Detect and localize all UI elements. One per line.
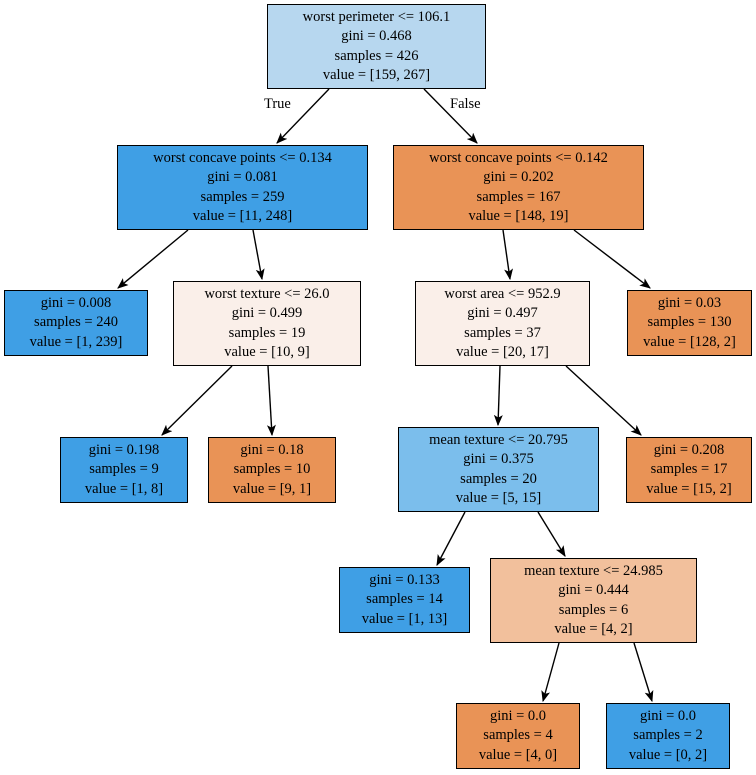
tree-node-leaf-gini-0008: gini = 0.008 samples = 240 value = [1, 239… <box>4 290 148 356</box>
node-text-line: samples = 240 <box>34 314 118 331</box>
node-text-line: gini = 0.0 <box>489 708 547 725</box>
tree-node-leaf-gini-0208: gini = 0.208 samples = 17 value = [15, 2] <box>626 437 752 503</box>
node-text-line: mean texture <= 24.985 <box>524 563 663 580</box>
node-text-line: samples = 4 <box>483 727 553 744</box>
node-text-line: value = [1, 13] <box>361 610 448 627</box>
node-text-line: value = [15, 2] <box>646 480 732 497</box>
node-text-line: value = [1, 8] <box>84 480 164 497</box>
node-text-line: mean texture <= 20.795 <box>429 432 568 449</box>
tree-node-mean-texture-20795: mean texture <= 20.795 gini = 0.375 sample… <box>398 427 599 512</box>
node-text-line: gini = 0.133 <box>369 572 440 589</box>
node-text-line: gini = 0.468 <box>341 28 412 45</box>
tree-node-leaf-gini-0133: gini = 0.133 samples = 14 value = [1, 13] <box>339 567 470 633</box>
tree-edge-n5-n10 <box>565 365 642 436</box>
node-text-line: gini = 0.497 <box>467 305 538 322</box>
tree-node-worst-texture-26: worst texture <= 26.0 gini = 0.499 samples… <box>173 281 361 366</box>
tree-node-right-1: worst concave points <= 0.142 gini = 0.20… <box>393 145 644 230</box>
node-text-line: worst concave points <= 0.134 <box>153 150 332 167</box>
tree-edge-n1-n3 <box>117 229 189 289</box>
tree-node-left-1: worst concave points <= 0.134 gini = 0.08… <box>117 145 368 230</box>
tree-edge-n9-n12 <box>537 511 566 557</box>
tree-node-leaf-gini-018: gini = 0.18 samples = 10 value = [9, 1] <box>208 437 336 503</box>
node-text-line: value = [0, 2] <box>628 746 708 763</box>
tree-node-root: worst perimeter <= 106.1 gini = 0.468 samp… <box>267 4 486 89</box>
node-text-line: gini = 0.18 <box>240 442 304 459</box>
tree-edge-n5-n9 <box>493 365 503 427</box>
node-text-line: worst perimeter <= 106.1 <box>302 9 451 26</box>
tree-node-leaf-gini-00-right: gini = 0.0 samples = 2 value = [0, 2] <box>606 703 730 769</box>
node-text-line: gini = 0.444 <box>558 582 629 599</box>
node-text-line: gini = 0.375 <box>463 451 534 468</box>
node-text-line: samples = 167 <box>476 188 561 205</box>
node-text-line: samples = 37 <box>464 324 541 341</box>
tree-node-worst-area-9529: worst area <= 952.9 gini = 0.497 samples =… <box>415 281 590 366</box>
tree-edge-n4-n8 <box>266 365 276 437</box>
node-text-line: samples = 10 <box>233 461 311 478</box>
node-text-line: samples = 20 <box>460 470 537 487</box>
node-text-line: value = [9, 1] <box>232 480 312 497</box>
tree-node-leaf-gini-00-left: gini = 0.0 samples = 4 value = [4, 0] <box>456 703 580 769</box>
node-text-line: samples = 259 <box>200 188 285 205</box>
node-text-line: samples = 426 <box>334 47 419 64</box>
node-text-line: gini = 0.202 <box>483 169 554 186</box>
node-text-line: gini = 0.03 <box>657 295 722 312</box>
edge-label-false: False <box>450 96 481 112</box>
node-text-line: samples = 14 <box>366 591 443 608</box>
node-text-line: value = [128, 2] <box>643 333 736 350</box>
tree-edge-n1-n4 <box>252 229 265 281</box>
node-text-line: samples = 2 <box>633 727 703 744</box>
node-text-line: gini = 0.499 <box>231 305 303 322</box>
node-text-line: gini = 0.008 <box>40 295 112 312</box>
node-text-line: value = [10, 9] <box>224 343 310 360</box>
tree-edge-n4-n7 <box>161 365 233 436</box>
tree-edge-n2-n5 <box>502 229 514 281</box>
tree-node-leaf-gini-003: gini = 0.03 samples = 130 value = [128, 2] <box>627 290 752 356</box>
node-text-line: value = [4, 2] <box>554 620 633 637</box>
node-text-line: value = [159, 267] <box>322 66 431 83</box>
node-text-line: gini = 0.081 <box>207 169 278 186</box>
node-text-line: value = [4, 0] <box>478 746 558 763</box>
node-text-line: gini = 0.208 <box>653 442 725 459</box>
node-text-line: worst texture <= 26.0 <box>204 286 330 303</box>
tree-edge-n12-n14 <box>633 642 654 703</box>
node-text-line: value = [11, 248] <box>192 207 293 224</box>
node-text-line: samples = 17 <box>650 461 728 478</box>
node-text-line: samples = 9 <box>89 461 159 478</box>
edge-label-true: True <box>264 96 291 112</box>
node-text-line: value = [5, 15] <box>455 489 542 506</box>
tree-edge-n9-n11 <box>436 511 466 566</box>
node-text-line: samples = 6 <box>558 601 629 618</box>
tree-edge-n2-n6 <box>573 229 651 289</box>
node-text-line: worst area <= 952.9 <box>444 286 561 303</box>
tree-node-mean-texture-24985: mean texture <= 24.985 gini = 0.444 sample… <box>490 558 697 643</box>
node-text-line: samples = 130 <box>647 314 732 331</box>
node-text-line: value = [20, 17] <box>456 343 549 360</box>
node-text-line: value = [1, 239] <box>29 333 123 350</box>
node-text-line: gini = 0.0 <box>639 708 697 725</box>
node-text-line: gini = 0.198 <box>88 442 160 459</box>
node-text-line: samples = 19 <box>228 324 306 341</box>
tree-node-leaf-gini-0198: gini = 0.198 samples = 9 value = [1, 8] <box>60 437 188 503</box>
node-text-line: value = [148, 19] <box>468 207 569 224</box>
node-text-line: worst concave points <= 0.142 <box>429 150 608 167</box>
tree-edge-n12-n13 <box>541 642 560 703</box>
